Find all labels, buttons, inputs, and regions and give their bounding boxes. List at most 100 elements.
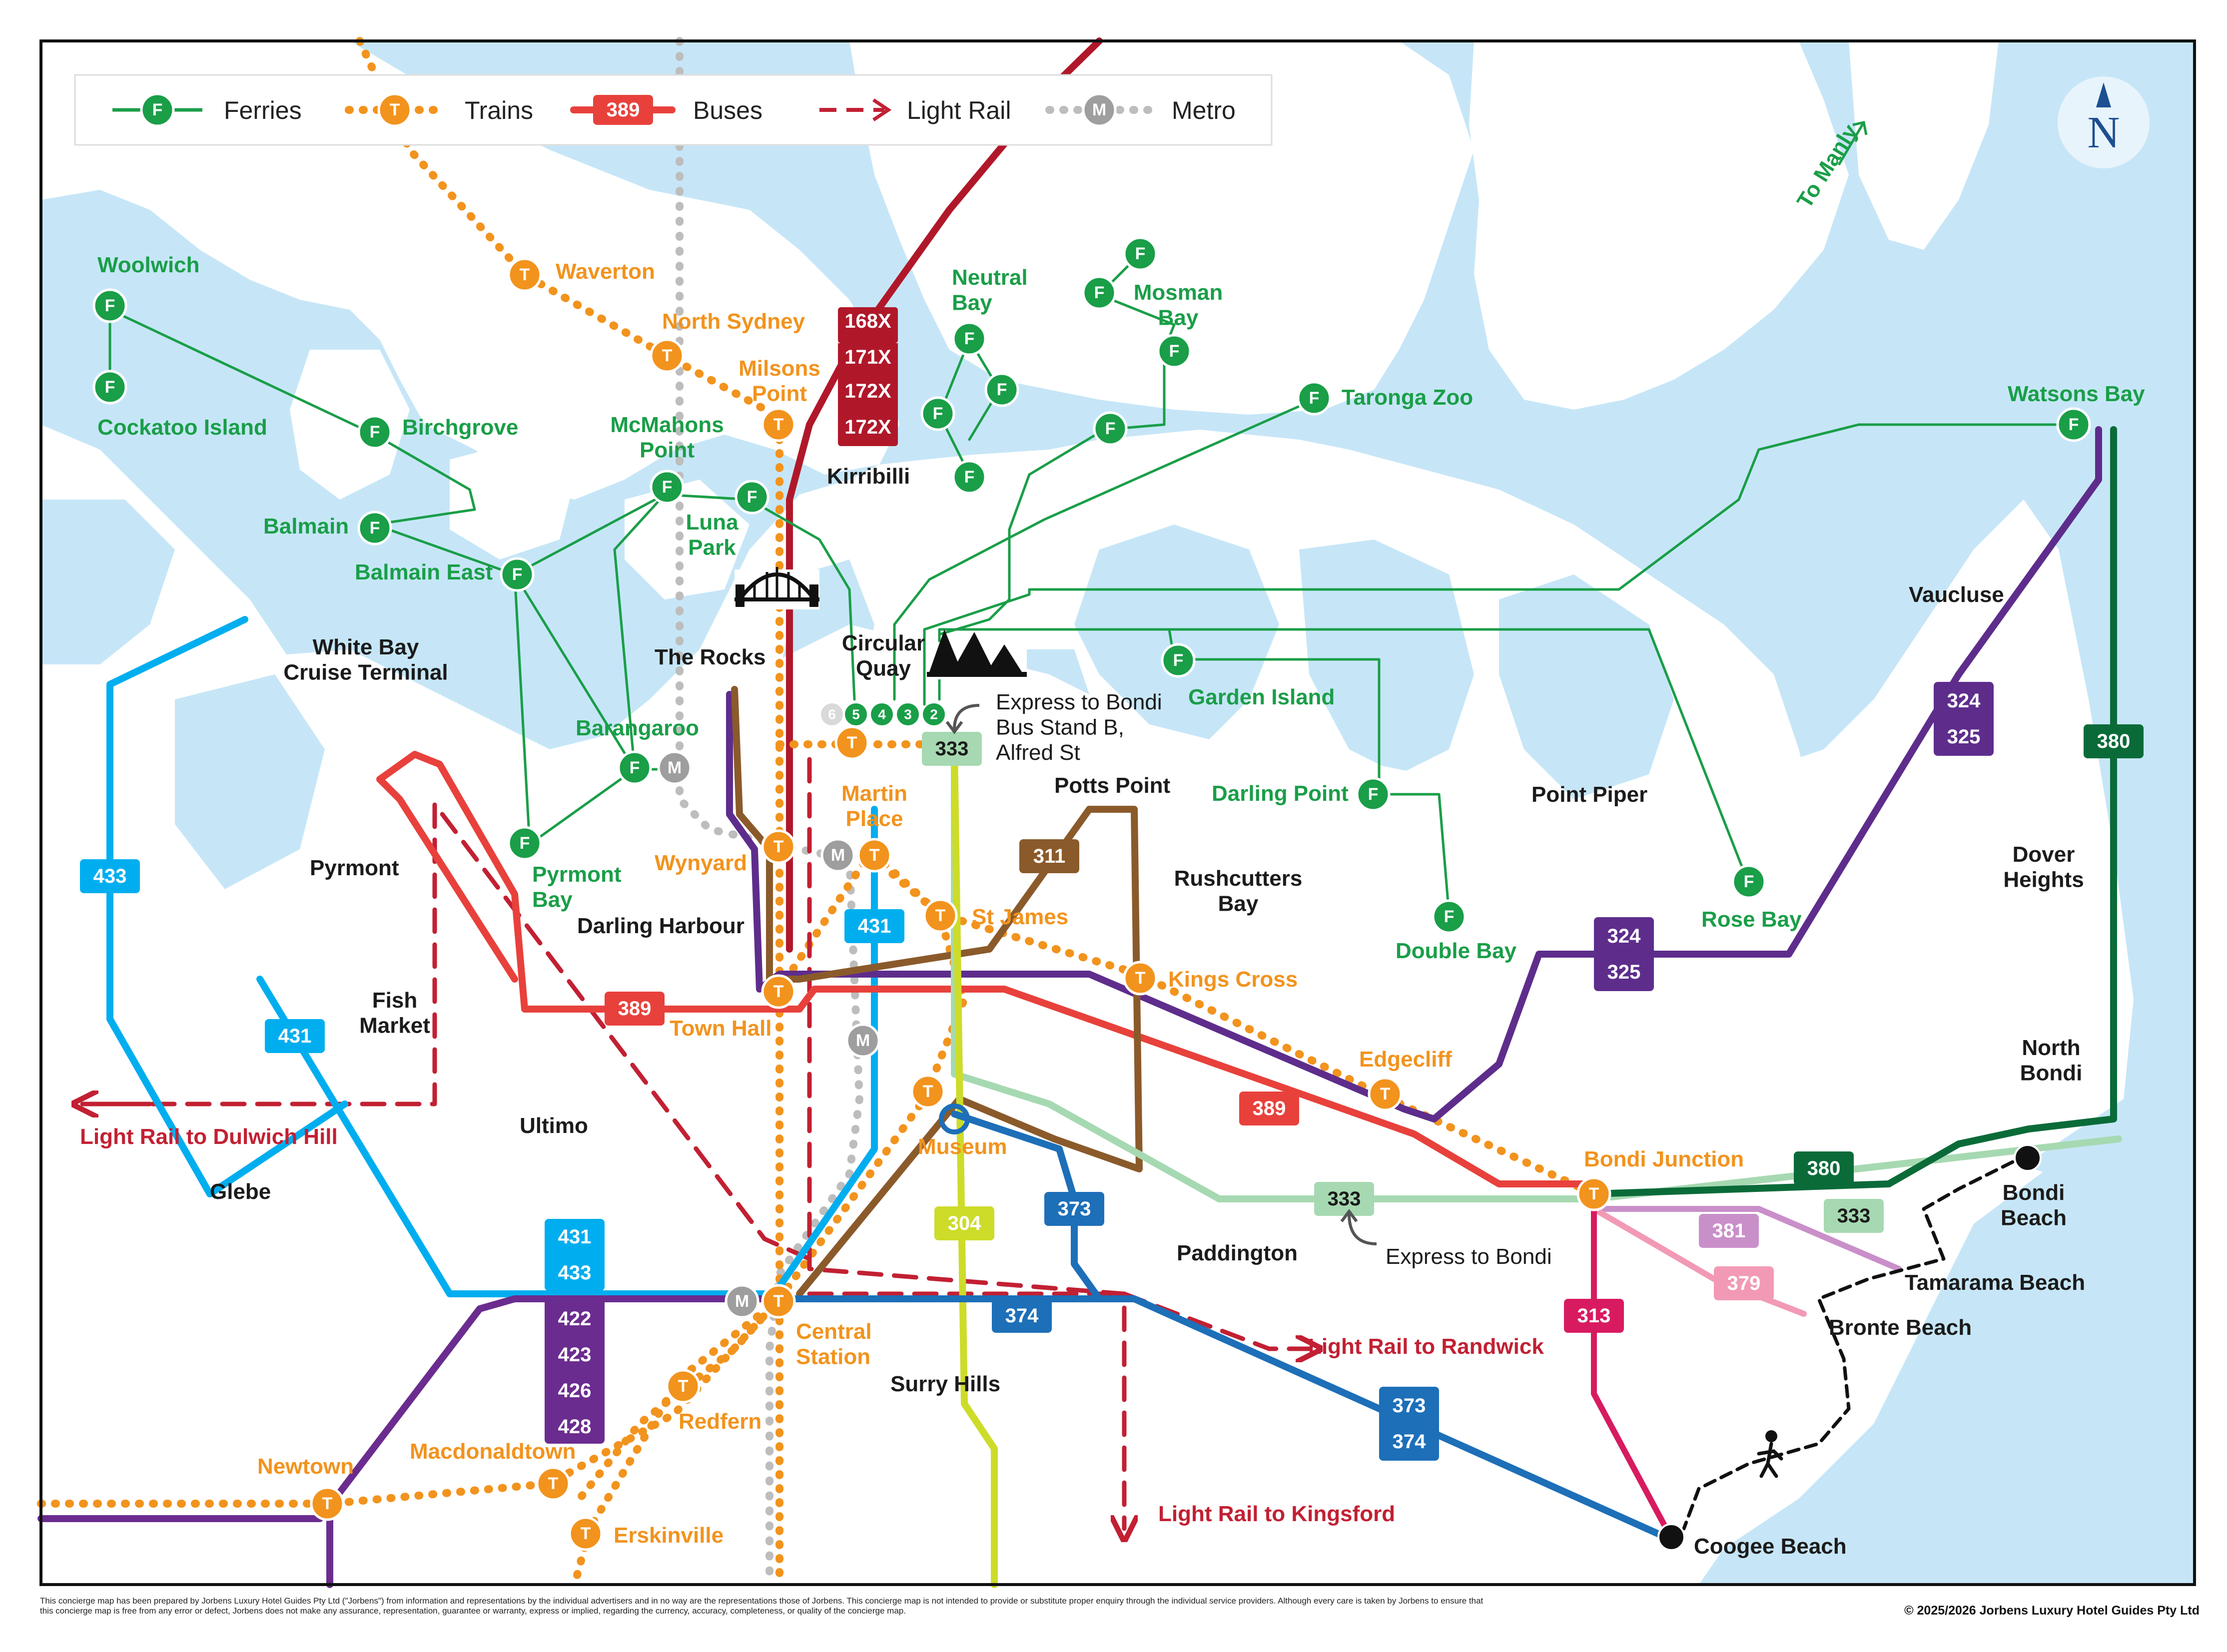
legend-ferries: Ferries [224,96,302,124]
svg-text:304: 304 [948,1212,981,1234]
terminus-dots [939,1103,2042,1551]
svg-text:N: N [2088,108,2120,157]
bus-tag-431-city: 431 [844,909,904,943]
svg-text:172X: 172X [844,380,891,402]
svg-text:324: 324 [1607,925,1641,947]
svg-text:Cockatoo Island: Cockatoo Island [97,415,267,440]
ferry-icon: F [92,370,127,405]
ferry-icon: F [357,511,392,546]
ferry-icon: F [2056,407,2091,442]
svg-text:423: 423 [558,1344,592,1366]
metro-line [676,37,863,1589]
svg-text:F: F [1105,419,1116,438]
svg-text:Edgecliff: Edgecliff [1359,1047,1452,1072]
svg-text:T: T [581,1524,591,1543]
legend-metro: Metro [1172,96,1236,124]
svg-text:Tamarama Beach: Tamarama Beach [1905,1270,2085,1295]
svg-text:Vaucluse: Vaucluse [1909,582,2004,607]
svg-text:Bronte Beach: Bronte Beach [1829,1315,1972,1340]
svg-text:T: T [390,100,400,119]
train-icon: T [1368,1077,1403,1111]
svg-text:T: T [1135,969,1146,988]
legend: F Ferries T Trains 389 Buses Light Rail … [74,74,1273,146]
svg-text:3: 3 [904,707,912,722]
svg-text:F: F [630,758,640,777]
ferry-icon: F [650,470,685,505]
svg-text:373: 373 [1058,1198,1091,1220]
legend-buses: Buses [693,96,762,124]
svg-text:5: 5 [852,707,860,722]
svg-text:Ultimo: Ultimo [520,1113,588,1138]
svg-text:Bondi Junction: Bondi Junction [1584,1147,1744,1171]
svg-text:St James: St James [972,905,1068,929]
svg-text:M: M [831,846,845,865]
svg-text:The Rocks: The Rocks [655,645,766,669]
svg-text:F: F [370,423,380,442]
svg-text:333: 333 [1328,1188,1361,1210]
svg-text:431: 431 [558,1226,592,1248]
ferry-icon: F [952,460,987,495]
svg-text:T: T [773,837,784,856]
ferry-icon: F [140,92,175,127]
svg-text:381: 381 [1712,1220,1746,1242]
bus-tag-172x-a: 172X [838,379,898,415]
svg-text:380: 380 [2097,730,2131,752]
svg-text:T: T [1589,1184,1599,1203]
opera-house-icon [927,629,1027,679]
walker-icon [1757,1430,1783,1478]
ferry-icon: F [1432,899,1467,934]
light-rail-kingsford [807,757,1124,1529]
svg-text:F: F [1173,651,1184,670]
ferry-icon: F [1161,643,1196,678]
metro-stops: M M M M [657,750,880,1319]
svg-text:428: 428 [558,1416,592,1438]
metro-icon: M [657,750,692,785]
svg-text:Balmain East: Balmain East [355,560,493,584]
svg-text:Light Rail to Kingsford: Light Rail to Kingsford [1158,1502,1395,1526]
svg-text:Newtown: Newtown [257,1454,354,1479]
svg-text:Museum: Museum [918,1134,1007,1159]
bus-line-422-428 [37,1295,778,1522]
legend-light-rail: Light Rail [907,96,1011,124]
svg-text:T: T [322,1494,333,1513]
svg-text:T: T [678,1377,689,1396]
train-icon: T [834,725,869,760]
bus-tag-433-west: 433 [80,859,140,893]
svg-text:325: 325 [1607,961,1641,983]
svg-text:T: T [662,346,673,365]
svg-text:F: F [964,468,975,487]
ferry-icon: F [1123,236,1158,271]
svg-text:Kirribilli: Kirribilli [827,464,910,489]
svg-text:333: 333 [935,738,969,760]
ferry-icon: F [1157,334,1192,369]
svg-text:Paddington: Paddington [1177,1241,1298,1265]
svg-text:Waverton: Waverton [556,259,655,284]
svg-text:2: 2 [930,707,938,722]
svg-text:F: F [1169,342,1180,361]
light-rail-randwick [807,1291,1309,1349]
svg-text:325: 325 [1947,726,1981,748]
svg-text:171X: 171X [844,346,891,368]
svg-text:F: F [105,378,115,397]
bus-tag-379: 379 [1714,1266,1774,1300]
train-icon: T [1576,1176,1611,1211]
wharf-5-icon: 5 [845,703,867,725]
ferry-icon: F [952,321,987,356]
bus-tag-311: 311 [1019,839,1079,873]
ferry-icon: F [1297,381,1332,416]
svg-text:M: M [668,758,682,777]
train-icon: T [761,407,796,442]
bus-tag-324-325-mid: 324 325 [1594,917,1654,991]
copyright: © 2025/2026 Jorbens Luxury Hotel Guides … [1904,1604,2200,1618]
bus-tags: 168X 171X 172X 172X 433 431 431 389 389 … [80,307,2144,1461]
svg-text:North Sydney: North Sydney [662,309,805,334]
bus-tag-381: 381 [1699,1214,1759,1248]
